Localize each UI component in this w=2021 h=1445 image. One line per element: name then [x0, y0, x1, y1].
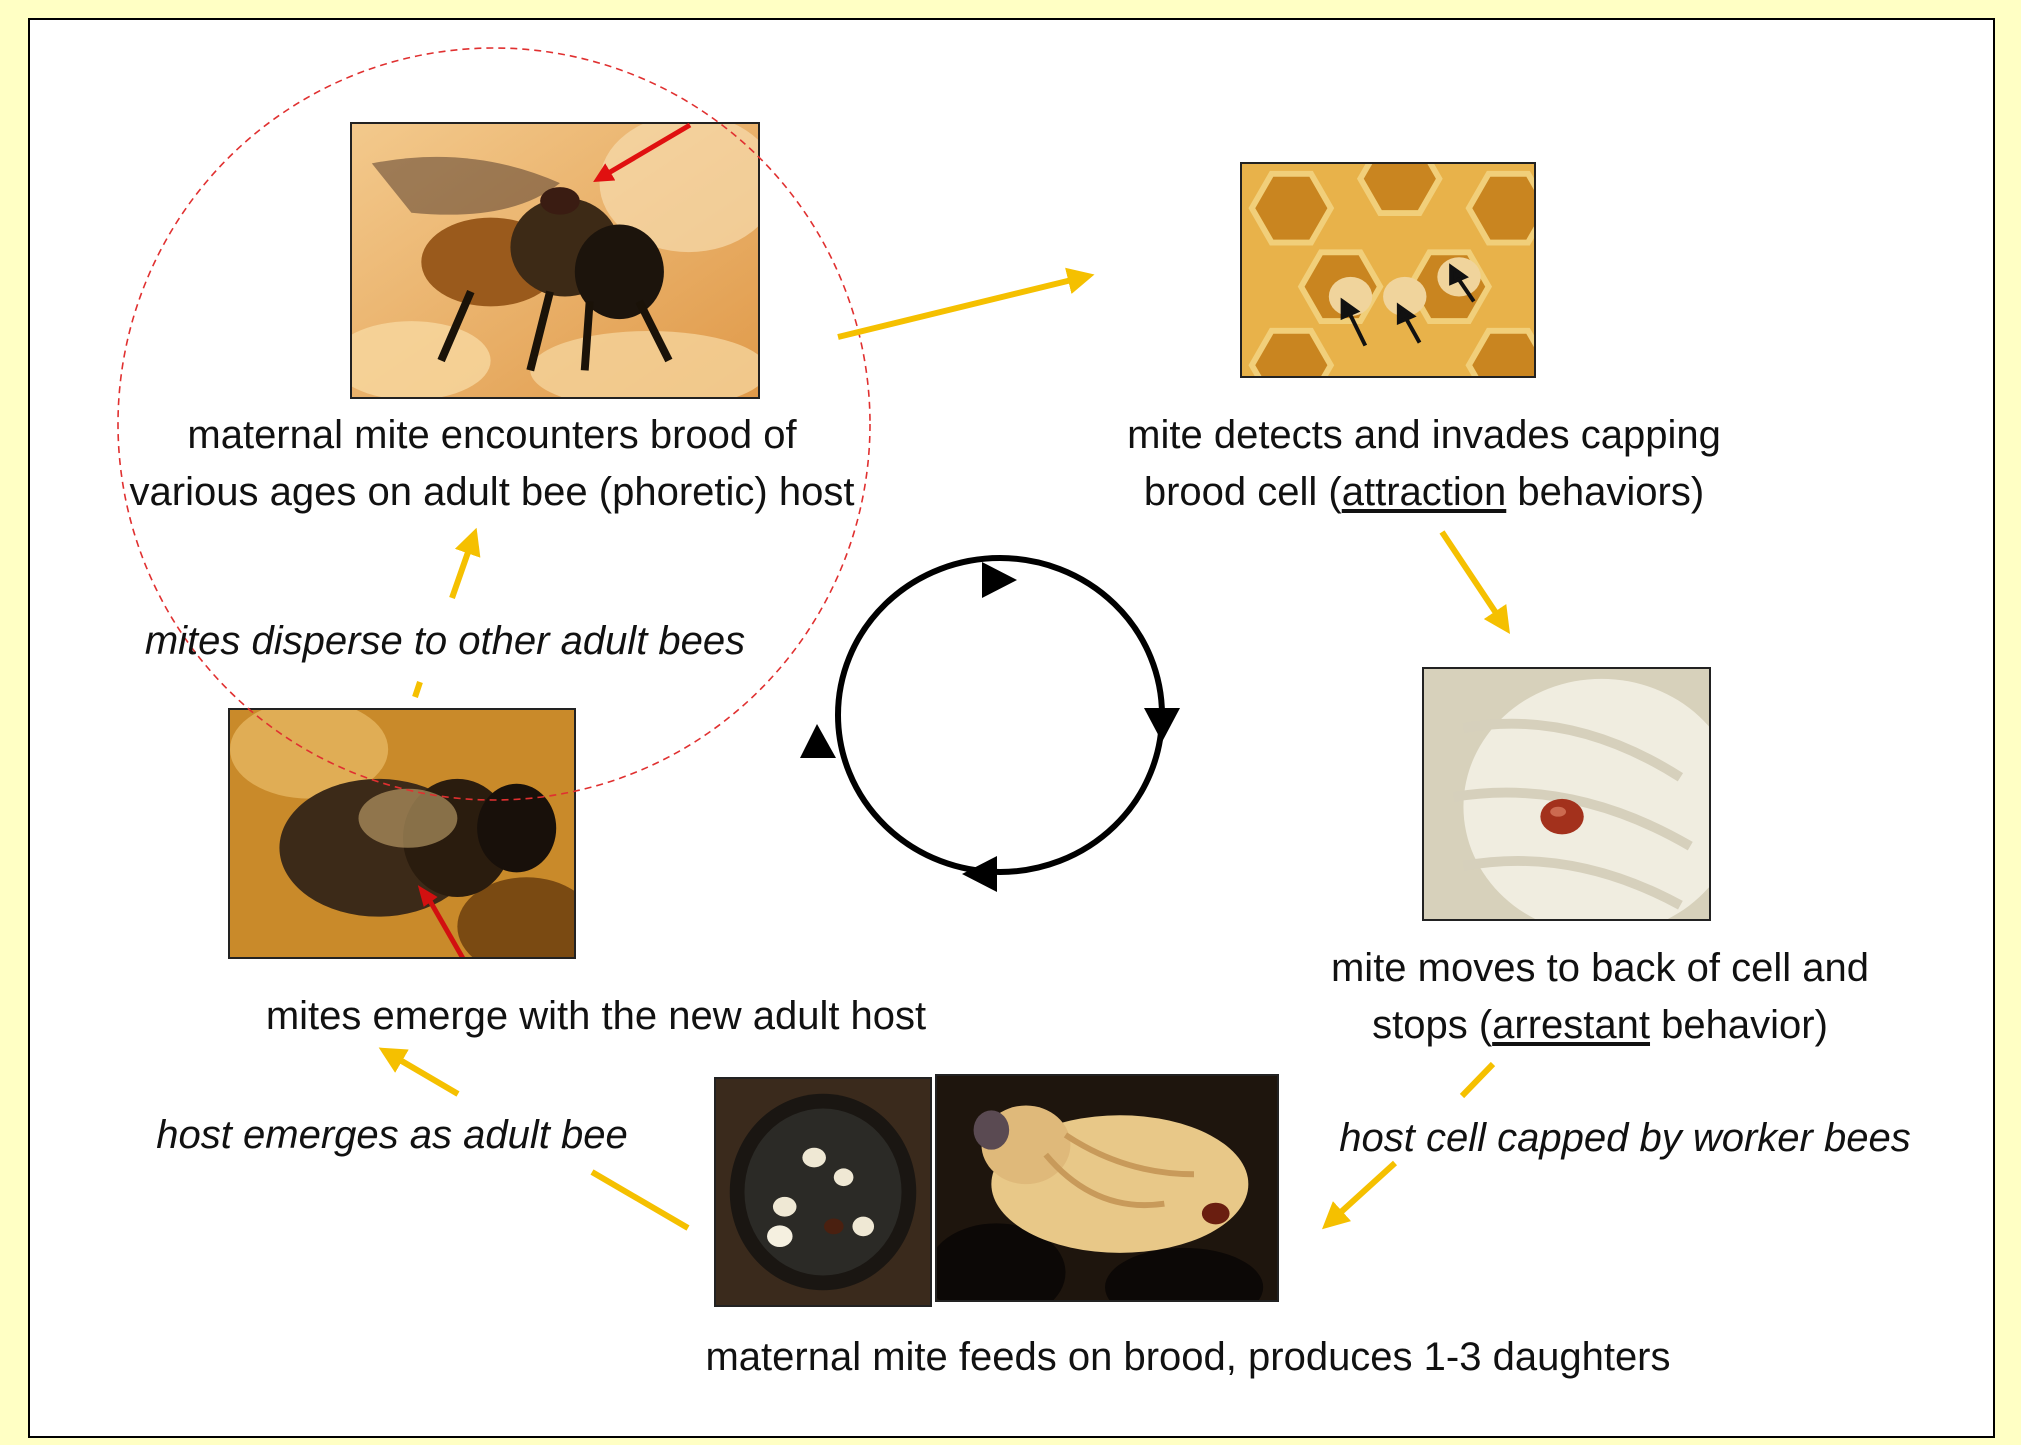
arrow-to-arrest — [1442, 532, 1504, 625]
stage-arrest-label: mite moves to back of cell and stops (ar… — [1331, 940, 1869, 1054]
arrow-to-invasion — [838, 277, 1084, 337]
transition-host-emerges-label: host emerges as adult bee — [156, 1107, 627, 1164]
arrestant-term: arrestant — [1492, 1003, 1650, 1047]
transition-disperse-label: mites disperse to other adult bees — [145, 613, 745, 670]
stage-emergence-line1: mites emerge with the new adult host — [266, 988, 926, 1045]
stage-arrest-line2-post: behavior) — [1650, 1003, 1828, 1047]
stage-arrest-line2-pre: stops ( — [1372, 1003, 1492, 1047]
arrow-from-arrest — [1462, 1064, 1493, 1096]
cycle-ring — [838, 558, 1162, 872]
stage-invasion-line2-pre: brood cell ( — [1144, 470, 1342, 514]
stage-phoretic-line1: maternal mite encounters brood of — [130, 407, 855, 464]
stage-arrest-line1: mite moves to back of cell and — [1331, 940, 1869, 997]
arrow-to-emergence — [388, 1053, 458, 1094]
stage-emergence-label: mites emerge with the new adult host — [266, 988, 926, 1045]
attraction-term: attraction — [1342, 470, 1507, 514]
stage-reproduction-label: maternal mite feeds on brood, produces 1… — [705, 1329, 1670, 1386]
stage-reproduction-line1: maternal mite feeds on brood, produces 1… — [705, 1329, 1670, 1386]
arrow-from-reproduction — [592, 1172, 688, 1228]
stage-invasion-line2-post: behaviors) — [1506, 470, 1704, 514]
stage-invasion-label: mite detects and invades capping brood c… — [1127, 407, 1721, 521]
arrow-from-emergence — [415, 682, 420, 697]
stage-invasion-line1: mite detects and invades capping — [1127, 407, 1721, 464]
stage-phoretic-line2: various ages on adult bee (phoretic) hos… — [130, 464, 855, 521]
stage-arrest-line2: stops (arrestant behavior) — [1331, 997, 1869, 1054]
arrow-to-phoretic — [452, 538, 473, 598]
stage-phoretic-label: maternal mite encounters brood of variou… — [130, 407, 855, 521]
mite-indicator-arrow — [600, 125, 690, 178]
transition-capped-label: host cell capped by worker bees — [1339, 1110, 1910, 1167]
arrow-to-reproduction — [1330, 1163, 1395, 1222]
stage-invasion-line2: brood cell (attraction behaviors) — [1127, 464, 1721, 521]
